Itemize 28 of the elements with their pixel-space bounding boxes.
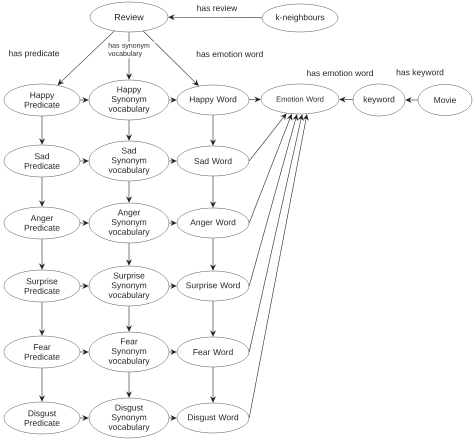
ellipse-node: Anger Synonym vocabulary [88, 202, 170, 244]
ellipse-node: Anger Predicate [4, 206, 80, 240]
ellipse-node: Sad Predicate [4, 144, 80, 178]
edge-label: has emotion word [307, 70, 373, 76]
arrow [143, 30, 199, 86]
ellipse-node: Disgust Word [176, 402, 250, 434]
edge-label: has emotion word [196, 50, 263, 58]
ellipse-node: Fear Predicate [4, 336, 80, 368]
ellipse-node: Surprise Synonym vocabulary [88, 266, 170, 306]
ellipse-node: keyword [352, 84, 406, 116]
ellipse-node: Sad Word [176, 146, 250, 176]
edge-label: has keyword [396, 69, 444, 77]
ellipse-node: Happy Synonym vocabulary [88, 80, 170, 120]
ellipse-node: Surprise Predicate [4, 270, 80, 302]
ellipse-node: k-neighbours [262, 4, 338, 32]
ellipse-node: Fear Synonym vocabulary [88, 332, 170, 372]
ellipse-node: Happy Word [176, 84, 250, 116]
ellipse-node: Disgust Synonym vocabulary [88, 398, 170, 438]
ellipse-node: Happy Predicate [4, 84, 80, 116]
edge-label: has predicate [9, 50, 60, 58]
edge-label: has review [197, 4, 238, 12]
ellipse-node: Surprise Word [176, 270, 250, 302]
ellipse-node: Anger Word [176, 208, 250, 238]
ellipse-node: Sad Synonym vocabulary [88, 140, 170, 182]
ellipse-node: Disgust Predicate [4, 402, 80, 434]
ellipse-node: Fear Word [176, 336, 250, 368]
ellipse-node: Movie [418, 84, 472, 116]
ellipse-node: Review [90, 2, 168, 32]
